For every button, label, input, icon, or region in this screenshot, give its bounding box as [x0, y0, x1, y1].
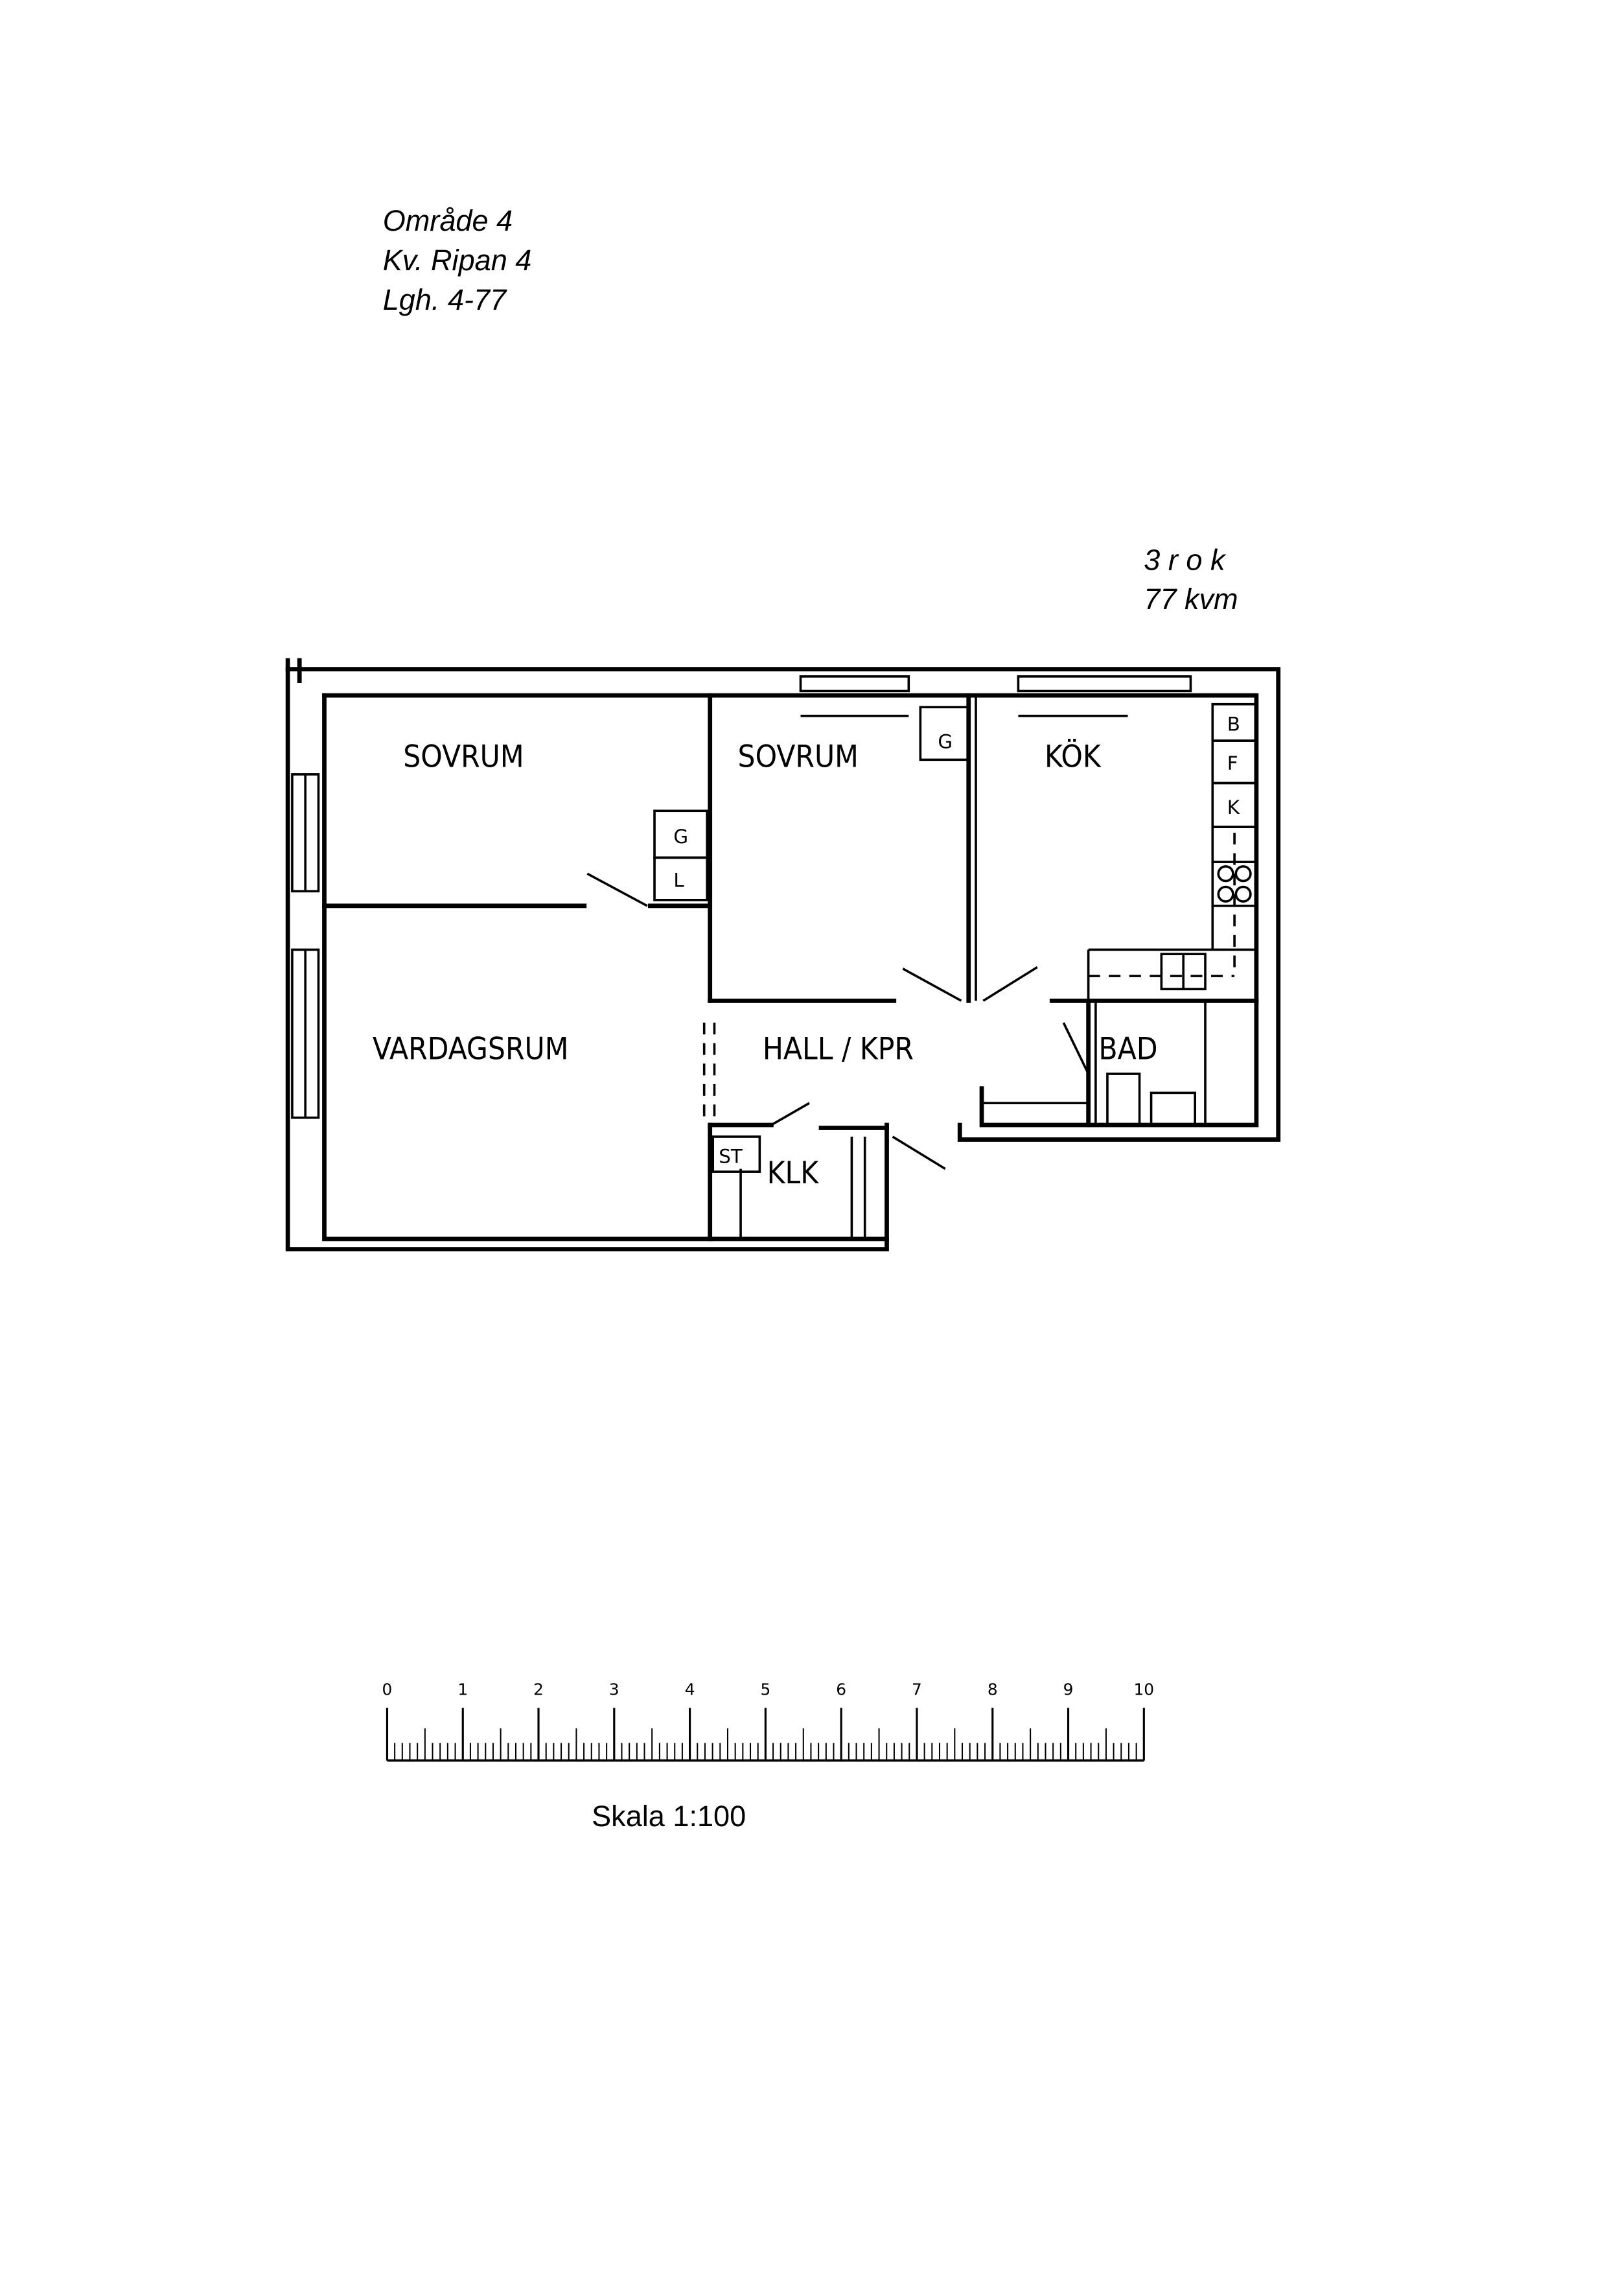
- fixtures: [653, 702, 1258, 1173]
- fixture-label: G: [938, 730, 953, 752]
- ruler-tick-label: 0: [382, 1680, 393, 1699]
- doors: [586, 872, 1090, 1170]
- header-area: Område 4: [383, 204, 513, 237]
- ruler-tick-label: 4: [685, 1680, 695, 1699]
- room-label-kitchen: KÖK: [1045, 739, 1102, 775]
- ruler-tick-label: 7: [912, 1680, 922, 1699]
- ruler-tick-label: 1: [457, 1680, 468, 1699]
- ruler-tick-label: 6: [836, 1680, 846, 1699]
- fixture-label: F: [1227, 752, 1238, 774]
- stove-burner-icon: [1234, 865, 1252, 883]
- room-label-living: VARDAGSRUM: [373, 1032, 569, 1067]
- stove-burner-icon: [1234, 885, 1252, 903]
- fixture-label: G: [673, 826, 688, 848]
- fixture-label: B: [1227, 713, 1240, 735]
- stove-burner-icon: [1217, 865, 1234, 883]
- ruler-tick-label: 10: [1134, 1680, 1155, 1699]
- ruler-tick-label: 5: [760, 1680, 770, 1699]
- room-label-bedroom: SOVRUM: [738, 739, 859, 775]
- header-apartment: Lgh. 4-77: [383, 283, 507, 316]
- room-label-hall: HALL / KPR: [763, 1032, 914, 1067]
- ruler-tick-label: 8: [988, 1680, 998, 1699]
- walls: [285, 658, 1281, 1252]
- room-label-bedroom: SOVRUM: [403, 739, 524, 775]
- fixture-label: ST: [719, 1146, 743, 1168]
- ruler-tick-label: 3: [609, 1680, 619, 1699]
- summary-rooms: 3 r o k: [1144, 543, 1227, 576]
- header-block: Kv. Ripan 4: [383, 244, 532, 277]
- stove-burner-icon: [1217, 885, 1234, 903]
- summary-size: 77 kvm: [1144, 583, 1238, 616]
- room-label-closet: KLK: [767, 1155, 820, 1191]
- scale-ruler: 0 1 2 3 4 5 6 7 8 9 10: [382, 1680, 1155, 1762]
- fixture-label: L: [673, 870, 684, 892]
- fixture-label: K: [1227, 796, 1240, 818]
- scale-caption: Skala 1:100: [592, 1800, 746, 1833]
- windows: [291, 675, 1192, 1119]
- ruler-tick-label: 2: [533, 1680, 544, 1699]
- room-label-bath: BAD: [1098, 1032, 1157, 1067]
- ruler-tick-label: 9: [1063, 1680, 1074, 1699]
